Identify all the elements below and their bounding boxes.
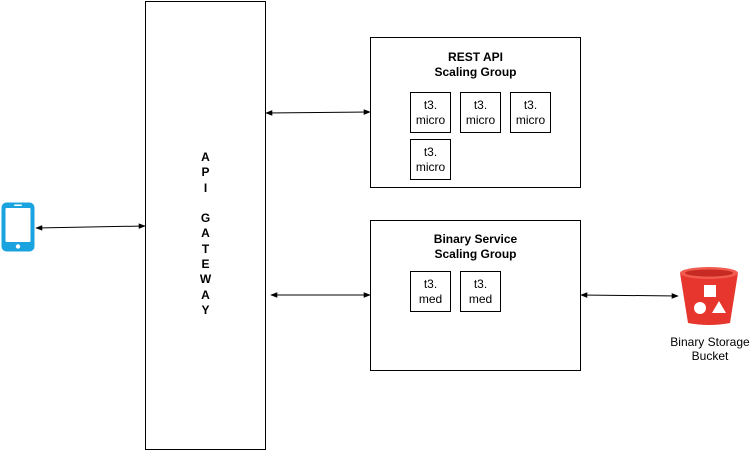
- s3-bucket-icon: [680, 267, 738, 325]
- binary-storage-arrow: [580, 292, 679, 299]
- rest-api-scaling-group: REST API Scaling Group t3. micro t3. mic…: [370, 37, 581, 188]
- rest-instance-2: t3. micro: [460, 92, 501, 133]
- rest-instance-3: t3. micro: [510, 92, 551, 133]
- rest-group-title: REST API Scaling Group: [434, 50, 517, 79]
- storage-bucket-label: Binary Storage Bucket: [670, 335, 750, 363]
- binary-instance-2: t3. med: [460, 271, 501, 312]
- api-gateway: A P I G A T E W A Y: [145, 1, 266, 450]
- client-gateway-arrow: [35, 223, 146, 231]
- binary-group-title: Binary Service Scaling Group: [433, 232, 518, 261]
- gateway-rest-arrow: [265, 109, 371, 116]
- binary-instance-1: t3. med: [410, 271, 451, 312]
- rest-instance-4: t3. micro: [410, 139, 451, 180]
- mobile-phone-icon: [1, 202, 35, 252]
- rest-instance-1: t3. micro: [410, 92, 451, 133]
- api-gateway-label: A P I G A T E W A Y: [199, 150, 212, 317]
